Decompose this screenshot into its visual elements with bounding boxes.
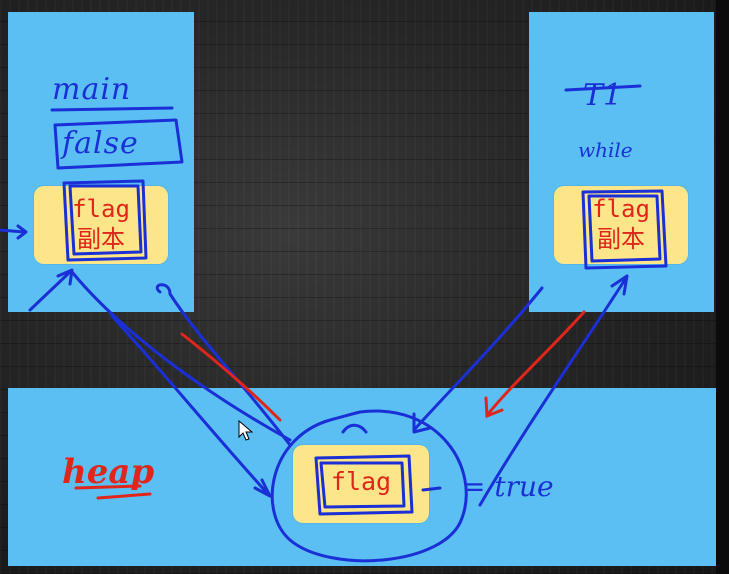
t1-loop-note: while [578, 138, 633, 162]
right-edge-strip [716, 0, 729, 574]
t1-flag-copy-suffix: 副本 [597, 225, 645, 253]
t1-thread-panel [529, 12, 714, 312]
heap-flag-box: flag [293, 445, 429, 523]
mouse-pointer-icon [238, 419, 254, 446]
main-flag-copy-suffix: 副本 [77, 225, 125, 253]
main-flag-copy-box: flag 副本 [34, 186, 168, 264]
heap-label: heap [62, 452, 155, 492]
t1-flag-copy-box: flag 副本 [554, 186, 688, 264]
heap-flag-name: flag [330, 467, 392, 496]
main-thread-panel [8, 12, 194, 312]
main-thread-label: main [52, 72, 132, 107]
main-flag-copy-name: flag [72, 195, 130, 223]
main-value-note: false [62, 126, 139, 161]
heap-assignment-note: = true [462, 470, 554, 503]
t1-flag-copy-name: flag [592, 195, 650, 223]
t1-thread-label: T1 [583, 78, 623, 113]
